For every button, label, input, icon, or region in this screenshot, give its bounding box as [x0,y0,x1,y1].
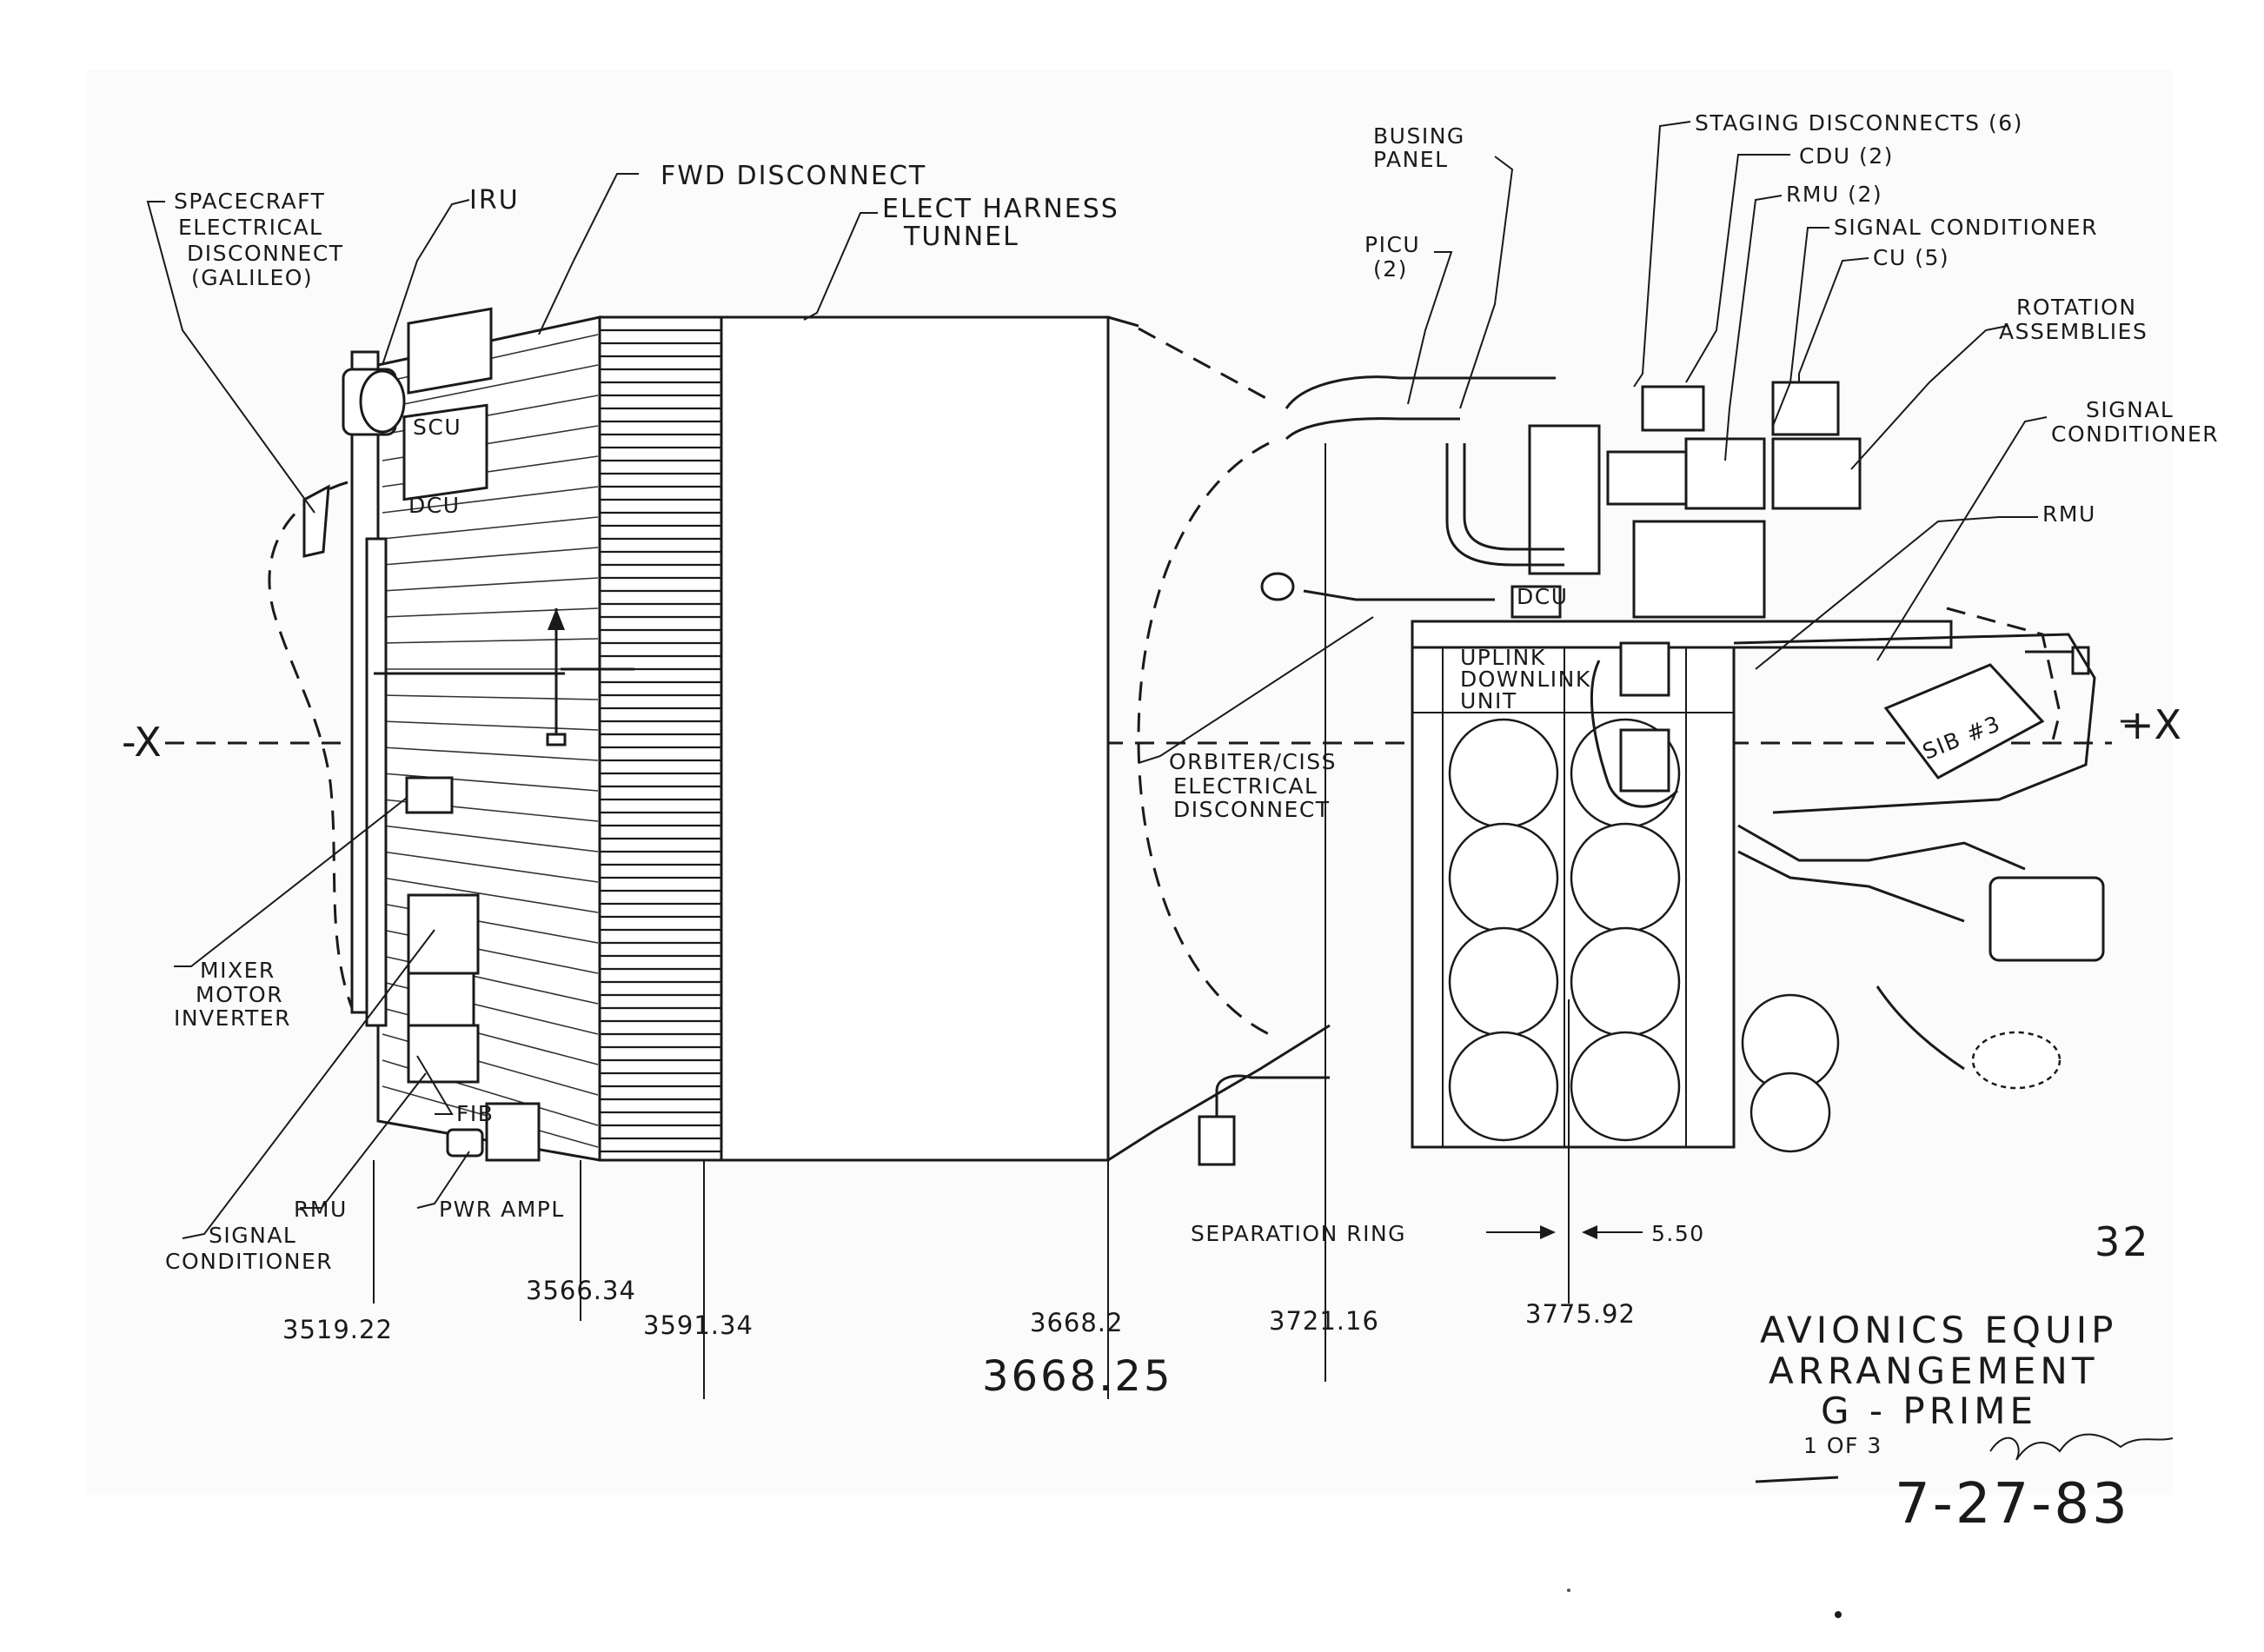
label-signal-conditioner-left-2: CONDITIONER [165,1249,333,1274]
page-number: 32 [2095,1218,2151,1265]
scan-speck [1567,1589,1570,1592]
label-picu: PICU [1364,232,1420,257]
title-block: 32 AVIONICS EQUIP ARRANGEMENT G - PRIME … [1755,1218,2174,1536]
label-axis-plus-x: +X [2121,701,2181,748]
label-spacecraft-electrical-disconnect-1: SPACECRAFT [174,189,325,214]
label-fwd-disconnect: FWD DISCONNECT [661,161,926,191]
station-3566-34: 3566.34 [526,1276,636,1305]
label-iru: IRU [469,185,520,216]
label-rmu-right: RMU [2042,501,2096,527]
label-dcu-right: DCU [1517,584,1569,609]
right-avionics-section [1198,375,2105,1166]
label-unit: UNIT [1460,688,1517,713]
label-elect-harness-1: ELECT HARNESS [882,194,1119,224]
title-line-2: ARRANGEMENT [1769,1350,2098,1392]
label-disconnect: DISCONNECT [1173,797,1331,822]
date: 7-27-83 [1895,1472,2130,1536]
scan-speck [1835,1611,1842,1618]
label-downlink: DOWNLINK [1460,667,1591,692]
label-rmu-2: RMU (2) [1786,182,1882,207]
left-equipment [302,307,634,1162]
label-scu: SCU [413,415,461,440]
label-cu: CU (5) [1873,245,1949,270]
label-mixer: MIXER [200,958,276,983]
label-inverter: INVERTER [174,1005,291,1031]
label-electrical: ELECTRICAL [1173,773,1318,799]
station-3591-34: 3591.34 [643,1310,754,1340]
label-dcu-left: DCU [408,493,461,518]
title-line-3: G - PRIME [1821,1390,2037,1432]
label-signal-right-2: CONDITIONER [2051,421,2219,447]
label-panel: PANEL [1373,147,1449,172]
label-separation-dim: 5.50 [1651,1221,1705,1246]
title-line-1: AVIONICS EQUIP [1760,1309,2117,1351]
label-staging-disconnects: STAGING DISCONNECTS (6) [1695,110,2023,136]
label-picu-count: (2) [1373,256,1408,282]
label-separation-ring: SEPARATION RING [1191,1221,1406,1246]
station-lines [373,443,1643,1399]
label-rmu-left: RMU [294,1197,348,1222]
label-spacecraft-electrical-disconnect-4: (GALILEO) [191,265,313,290]
label-signal-conditioner-top: SIGNAL CONDITIONER [1834,215,2098,240]
station-3668-25-handwritten: 3668.25 [982,1352,1173,1401]
station-3721-16: 3721.16 [1269,1306,1379,1336]
station-3775-92: 3775.92 [1525,1299,1636,1329]
label-signal-right-1: SIGNAL [2086,397,2174,422]
station-3668-2: 3668.2 [1030,1308,1123,1337]
label-axis-minus-x: -X [122,719,162,766]
label-uplink: UPLINK [1460,645,1546,670]
signature [1989,1433,2174,1461]
label-pwr-ampl: PWR AMPL [439,1197,565,1222]
label-spacecraft-electrical-disconnect-3: DISCONNECT [187,241,344,266]
label-fib: FIB [456,1101,494,1126]
label-assemblies: ASSEMBLIES [1999,319,2148,344]
label-orbiter-ciss: ORBITER/CISS [1169,749,1337,774]
sheet-count: 1 OF 3 [1803,1433,1882,1458]
label-cdu: CDU (2) [1799,143,1894,169]
leader-lines [146,121,2048,1239]
label-motor: MOTOR [196,982,283,1007]
label-spacecraft-electrical-disconnect-2: ELECTRICAL [178,215,322,240]
label-signal-conditioner-left-1: SIGNAL [209,1223,296,1248]
label-rotation: ROTATION [2016,295,2137,320]
label-busing: BUSING [1373,123,1465,149]
station-numbers: 3519.22 3566.34 3591.34 3668.2 3668.25 3… [282,1276,1636,1401]
label-elect-harness-2: TUNNEL [903,222,1019,252]
callout-labels: SPACECRAFT ELECTRICAL DISCONNECT (GALILE… [122,110,2219,1274]
strikeout [1755,1476,1839,1483]
station-3519-22: 3519.22 [282,1315,393,1344]
